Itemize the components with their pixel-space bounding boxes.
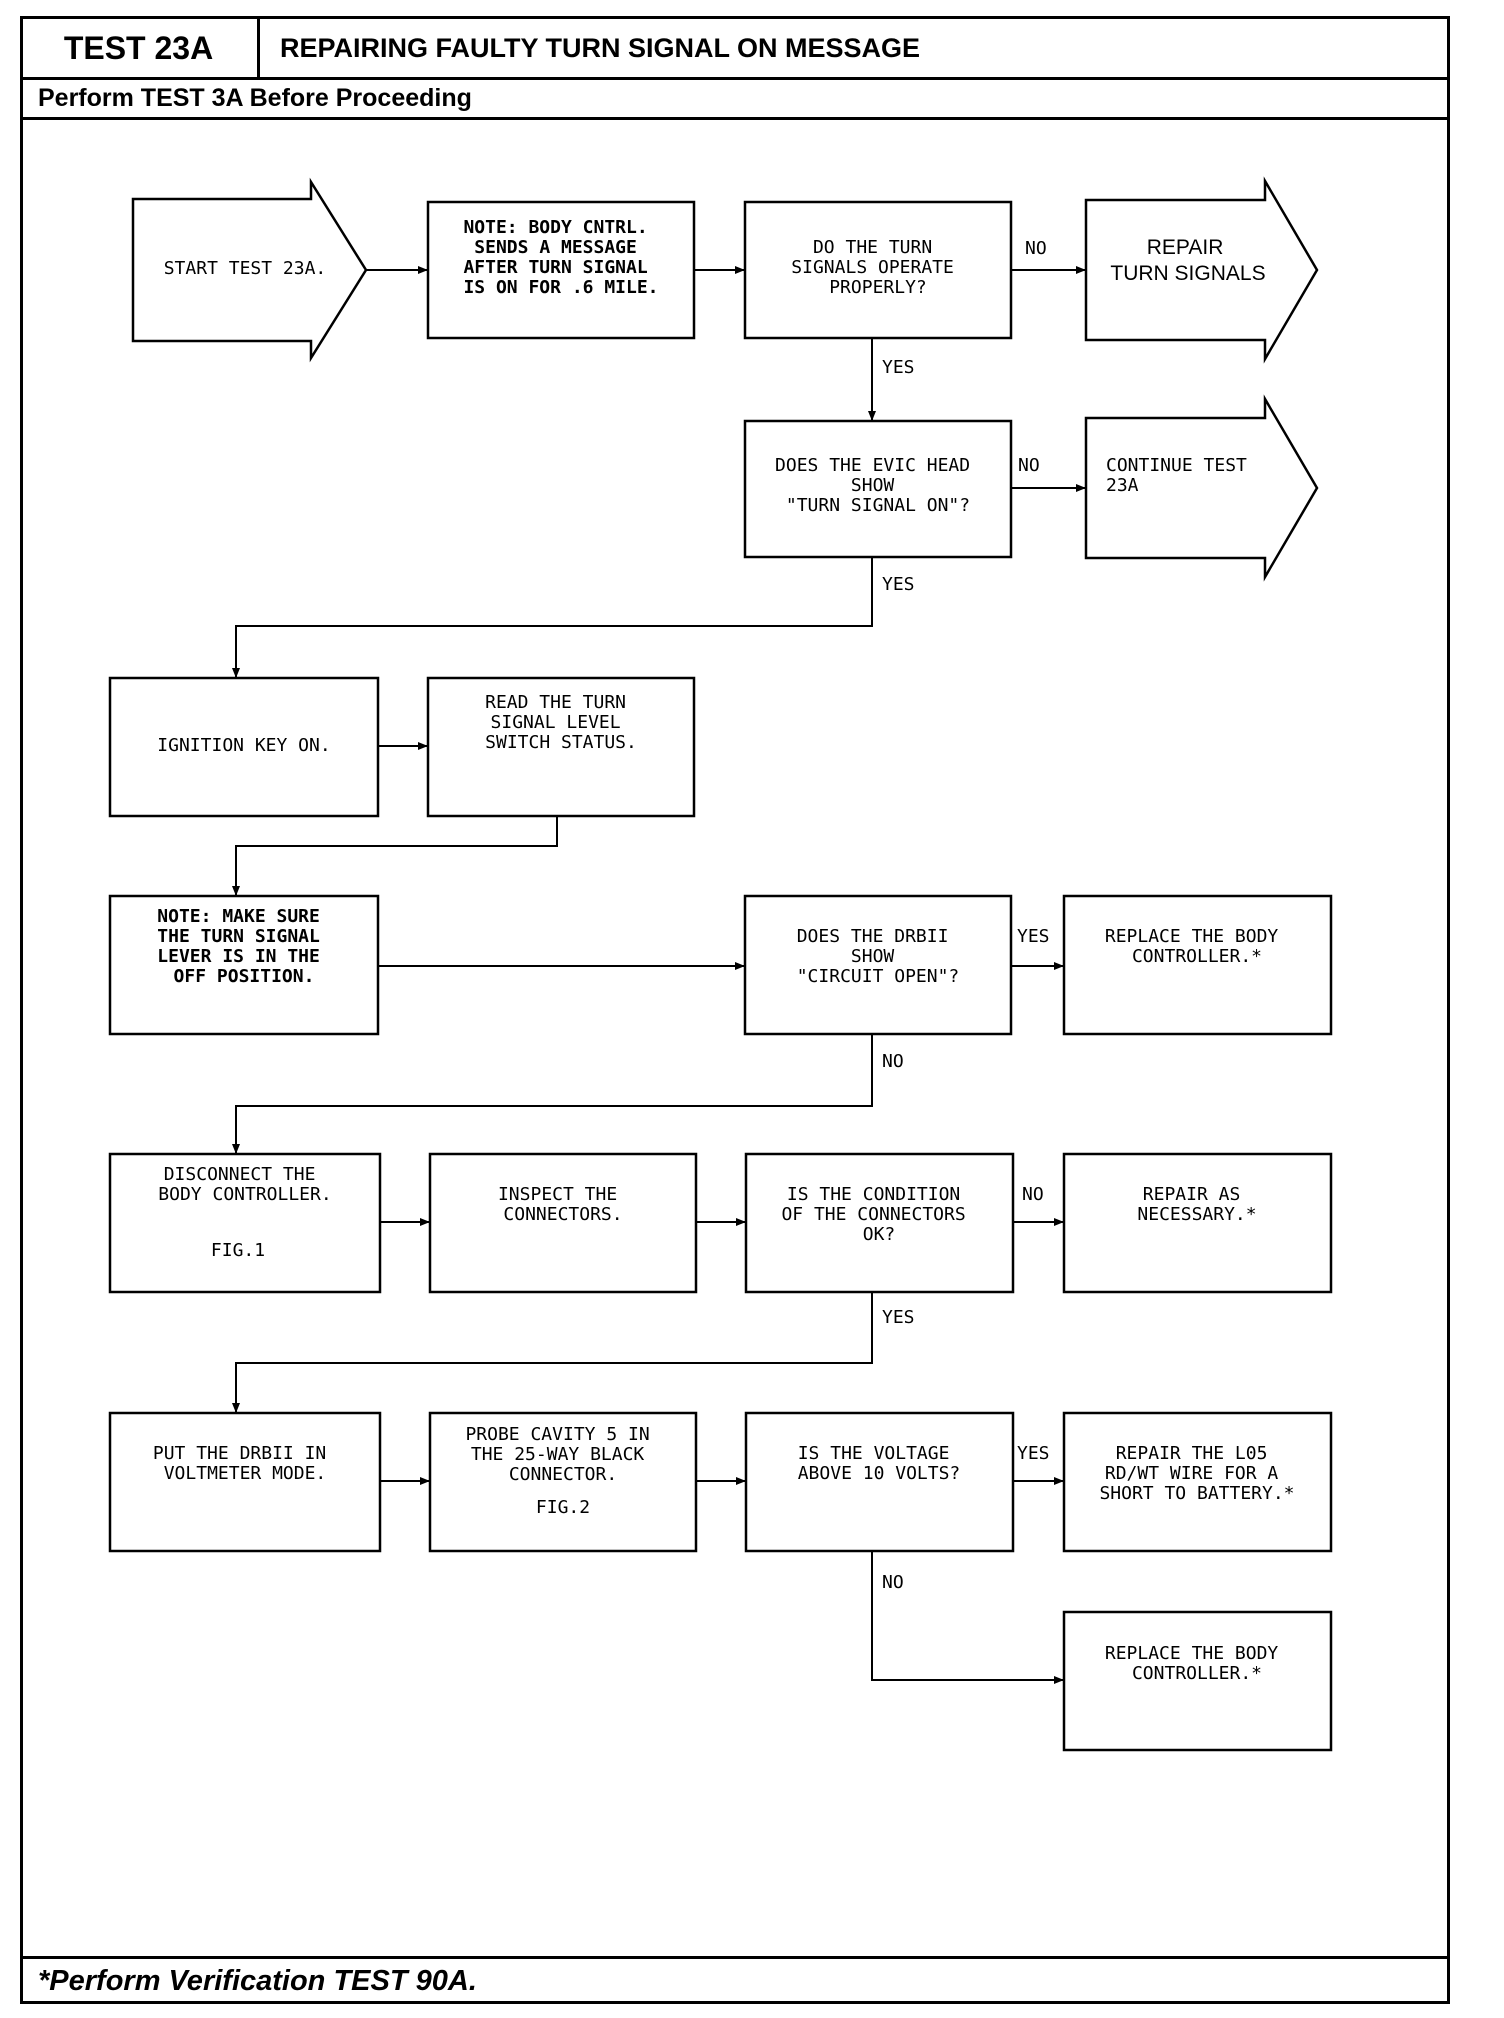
connector-read-to-note (232, 816, 558, 896)
label-no-4: NO (1022, 1184, 1044, 1205)
q-turn-signals-box (743, 200, 1013, 340)
note-body-cntrl-label: NOTE: BODY CNTRL. SENDS A MESSAGE AFTER … (463, 217, 658, 298)
prerequisite-note: Perform TEST 3A Before Proceeding (20, 80, 1450, 120)
label-yes-5: YES (1017, 1443, 1050, 1464)
read-switch-label: READ THE TURN SIGNAL LEVEL SWITCH STATUS… (485, 692, 637, 753)
disconnect-body-box (108, 1152, 382, 1294)
q-evic-head-label: DOES THE EVIC HEAD SHOW "TURN SIGNAL ON"… (775, 455, 981, 516)
label-yes-1: YES (882, 357, 915, 378)
put-drbii-label: PUT THE DRBII IN VOLTMETER MODE. (153, 1443, 337, 1484)
test-id: TEST 23A (20, 16, 260, 80)
replace-body-controller-2-box (1062, 1610, 1333, 1752)
inspect-connectors-label: INSPECT THE CONNECTORS. (498, 1184, 628, 1225)
continue-test-label: CONTINUE TEST 23A (1106, 455, 1258, 496)
label-yes-2: YES (882, 574, 915, 595)
label-no-5: NO (882, 1572, 904, 1593)
verification-footnote: *Perform Verification TEST 90A. (20, 1956, 1450, 2004)
connector-q3-no (232, 1034, 873, 1154)
repair-l05-box (1062, 1411, 1333, 1553)
q-evic-head-box (743, 419, 1013, 559)
ignition-on-label: IGNITION KEY ON. (157, 735, 330, 756)
page-frame (20, 16, 1450, 2004)
q-connectors-ok-box (744, 1152, 1015, 1294)
probe-fig-label: FIG.2 (536, 1497, 590, 1518)
note-body-cntrl-box (426, 200, 696, 340)
repair-turn-signals-label: REPAIR TURN SIGNALS (1110, 236, 1265, 285)
disconnect-fig-label: FIG.1 (211, 1240, 265, 1261)
repair-turn-signals-arrow (1084, 176, 1319, 364)
ignition-on-box (108, 676, 380, 818)
q-circuit-open-box (743, 894, 1013, 1036)
connector-q5-no (871, 1551, 1064, 1684)
connector-q4-yes (232, 1292, 873, 1413)
replace-body-controller-1-label: REPLACE THE BODY CONTROLLER.* (1105, 926, 1289, 967)
note-lever-off-box (108, 894, 380, 1036)
q-voltage-box (744, 1411, 1015, 1553)
probe-cavity-label: PROBE CAVITY 5 IN THE 25-WAY BLACK CONNE… (465, 1424, 660, 1485)
label-no-1: NO (1025, 238, 1047, 259)
q-voltage-label: IS THE VOLTAGE ABOVE 10 VOLTS? (798, 1443, 961, 1484)
connector-q2-yes (232, 557, 873, 678)
repair-as-necessary-label: REPAIR AS NECESSARY.* (1137, 1184, 1256, 1225)
q-turn-signals-label: DO THE TURN SIGNALS OPERATE PROPERLY? (791, 237, 964, 298)
replace-body-controller-2-label: REPLACE THE BODY CONTROLLER.* (1105, 1643, 1289, 1684)
repair-l05-label: REPAIR THE L05 RD/WT WIRE FOR A SHORT TO… (1099, 1443, 1294, 1504)
q-circuit-open-label: DOES THE DRBII SHOW "CIRCUIT OPEN"? (797, 926, 960, 987)
label-yes-4: YES (882, 1307, 915, 1328)
continue-test-arrow (1084, 394, 1319, 582)
probe-cavity-box (428, 1411, 698, 1553)
start-label: START TEST 23A. (164, 258, 327, 279)
read-switch-box (426, 676, 696, 818)
note-lever-off-label: NOTE: MAKE SURE THE TURN SIGNAL LEVER IS… (157, 906, 330, 987)
start-arrow-shape (131, 177, 368, 363)
repair-as-necessary-box (1062, 1152, 1333, 1294)
page-title: REPAIRING FAULTY TURN SIGNAL ON MESSAGE (280, 32, 921, 63)
label-no-3: NO (882, 1051, 904, 1072)
disconnect-body-label: DISCONNECT THE BODY CONTROLLER. (158, 1164, 331, 1205)
label-no-2: NO (1018, 455, 1040, 476)
q-connectors-ok-label: IS THE CONDITION OF THE CONNECTORS OK? (781, 1184, 976, 1245)
label-yes-3: YES (1017, 926, 1050, 947)
header-row (20, 16, 1450, 80)
put-drbii-box (108, 1411, 382, 1553)
